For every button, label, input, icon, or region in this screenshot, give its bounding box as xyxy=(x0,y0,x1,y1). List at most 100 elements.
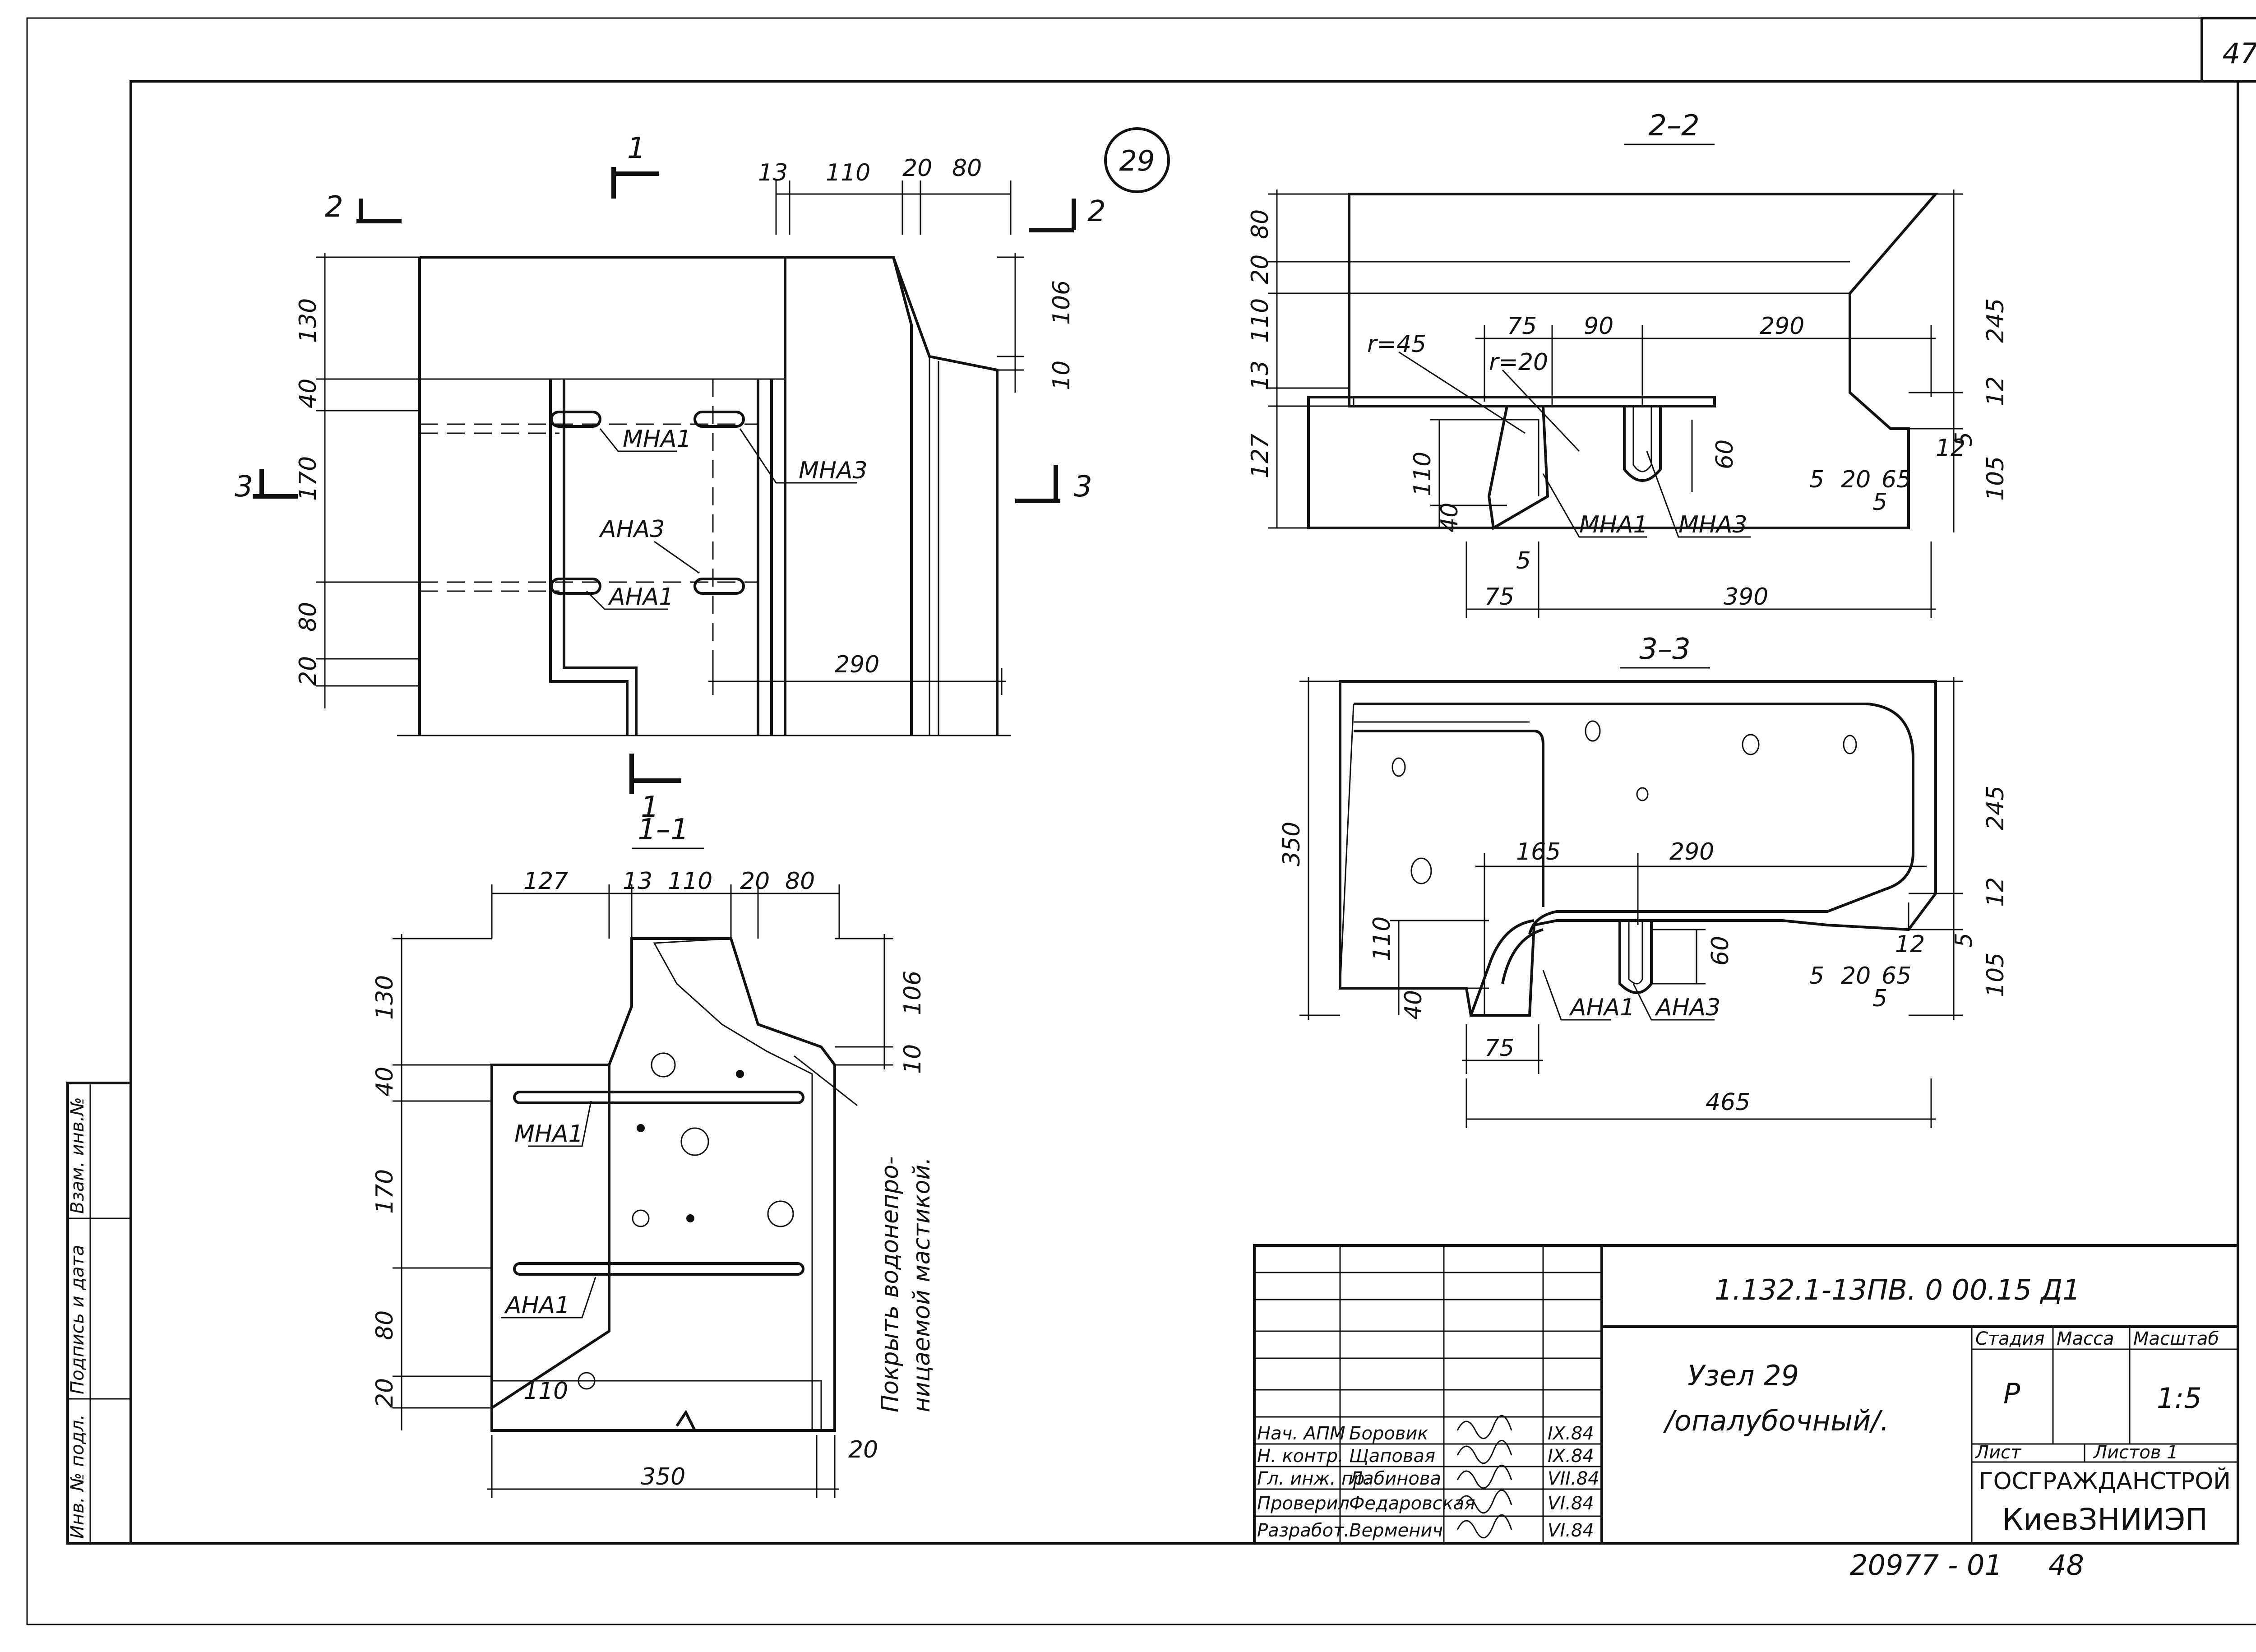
s22-dim-inner-5a: 5 xyxy=(1809,466,1824,493)
plan-dim-left-170: 170 xyxy=(295,456,322,501)
s33-dim-inner-20: 20 xyxy=(1841,963,1871,990)
signature-1 xyxy=(1456,1415,1512,1439)
inner-border xyxy=(129,80,2239,1545)
s11-dim-bottom-20: 20 xyxy=(848,1436,878,1463)
sheet-number: 47 xyxy=(2223,37,2256,70)
signature-3 xyxy=(1456,1465,1512,1489)
plan-dim-top-80: 80 xyxy=(952,155,982,182)
title-block: 1.132.1-13ПВ. 0 00.15 Д1 Узел 29 /опалуб… xyxy=(1253,1244,2239,1545)
tb-date-4: VI.84 xyxy=(1548,1493,1594,1514)
s33-dim-inner-5a: 5 xyxy=(1809,963,1824,990)
tb-scale-label: Масштаб xyxy=(2133,1328,2219,1349)
section-3-3-title: 3–3 xyxy=(1639,633,1690,666)
s22-dim-right-245: 245 xyxy=(1982,298,2009,343)
tb-name-person-2: Щаповая xyxy=(1349,1446,1435,1467)
plan-cut-2-left: 2 xyxy=(325,190,343,224)
s33-dim-inner-290: 290 xyxy=(1669,838,1714,865)
tb-stage-label: Стадия xyxy=(1975,1328,2044,1349)
tb-name-person-4: Федаровская xyxy=(1349,1493,1475,1514)
s11-dim-inner-110: 110 xyxy=(523,1378,568,1405)
s11-dim-top-127: 127 xyxy=(523,868,568,895)
s33-dim-left-350: 350 xyxy=(1278,822,1305,866)
s22-dim-right-105: 105 xyxy=(1982,456,2009,501)
plan-dim-right-10: 10 xyxy=(1048,361,1075,390)
s22-dim-top-290: 290 xyxy=(1760,313,1804,340)
signature-4 xyxy=(1456,1490,1512,1514)
footer-page: 48 xyxy=(2048,1549,2084,1582)
s22-label-mna3: МНА3 xyxy=(1678,511,1747,538)
s11-dim-left-130: 130 xyxy=(371,975,398,1020)
s11-dim-right-106: 106 xyxy=(899,971,926,1015)
s33-dim-right-245: 245 xyxy=(1982,786,2009,830)
s11-label-mna1: МНА1 xyxy=(514,1120,583,1148)
s22-dim-inner-5c: 5 xyxy=(1516,547,1531,574)
plan-dim-top-13: 13 xyxy=(758,159,788,186)
s33-label-ana1: АНА1 xyxy=(1569,994,1635,1021)
s11-dim-right-10: 10 xyxy=(899,1044,926,1074)
s22-dim-left-20: 20 xyxy=(1247,255,1274,284)
stamp-replace: Взам. инв.№ xyxy=(67,1097,88,1214)
s11-note-line2: ницаемой мастикой. xyxy=(908,1157,935,1412)
plan-cut-3-right: 3 xyxy=(1074,470,1092,504)
plan-cut-2-right: 2 xyxy=(1087,195,1106,228)
s22-dim-left-13: 13 xyxy=(1247,361,1274,390)
tb-name-person-3: Лабинова xyxy=(1348,1468,1441,1489)
tb-role-5: Разработ. xyxy=(1257,1520,1350,1541)
plan-dim-left-40: 40 xyxy=(295,379,322,408)
s33-dim-inner-40: 40 xyxy=(1400,990,1427,1020)
plan-dim-left-80: 80 xyxy=(295,602,322,632)
sheet-number-box xyxy=(2201,17,2256,83)
s33-label-ana3: АНА3 xyxy=(1655,994,1720,1021)
s33-dim-right-5: 5 xyxy=(1951,933,1978,948)
tb-mass-label: Масса xyxy=(2057,1328,2114,1349)
section-1-1-title: 1–1 xyxy=(638,813,689,847)
section-1-1: 1–1 127 13 110 20 80 130 40 170 80 20 10… xyxy=(371,813,935,1498)
plan-label-ana3: АНА3 xyxy=(599,516,665,543)
plan-cut-3-left: 3 xyxy=(235,470,253,504)
plan-dim-left-130: 130 xyxy=(295,298,322,343)
section-3-3: 3–3 350 165 290 110 40 60 5 20 65 5 245 … xyxy=(1278,633,2009,1128)
s22-dim-left-127: 127 xyxy=(1247,434,1274,478)
s22-dim-r20: r=20 xyxy=(1489,349,1548,376)
tb-scale: 1:5 xyxy=(2157,1382,2202,1415)
outer-border xyxy=(26,17,2256,1625)
plan-dim-right-106: 106 xyxy=(1048,280,1075,325)
plan-dim-top-110: 110 xyxy=(826,159,870,186)
tb-date-3: VII.84 xyxy=(1548,1468,1600,1489)
s33-dim-inner-60: 60 xyxy=(1707,936,1734,966)
tb-org-1: ГОСГРАЖДАНСТРОЙ xyxy=(1979,1467,2231,1495)
s11-dim-top-13: 13 xyxy=(623,868,652,895)
s22-dim-inner-60: 60 xyxy=(1711,440,1738,469)
tb-code: 1.132.1-13ПВ. 0 00.15 Д1 xyxy=(1715,1273,2080,1306)
tb-date-1: IX.84 xyxy=(1548,1423,1594,1444)
plan-dim-left-20: 20 xyxy=(295,656,322,686)
s22-dim-top-75: 75 xyxy=(1507,313,1537,340)
s33-dim-right-12a: 12 xyxy=(1982,877,2009,907)
s33-dim-bottom-75: 75 xyxy=(1484,1035,1514,1062)
s22-dim-bottom-390: 390 xyxy=(1724,583,1768,611)
s11-dim-top-20: 20 xyxy=(740,868,770,895)
s22-dim-inner-5b: 5 xyxy=(1872,489,1887,516)
tb-date-2: IX.84 xyxy=(1548,1446,1594,1467)
tb-name-person-1: Боровик xyxy=(1349,1423,1428,1444)
plan-label-ana1: АНА1 xyxy=(608,583,674,611)
tb-org-2: КиевЗНИИЭП xyxy=(2002,1502,2208,1537)
s11-dim-top-110: 110 xyxy=(668,868,712,895)
detail-number: 29 xyxy=(1119,144,1155,177)
tb-role-2: Н. контр. xyxy=(1257,1446,1344,1467)
s22-dim-left-110: 110 xyxy=(1247,298,1274,343)
section-2-2-title: 2–2 xyxy=(1648,109,1699,143)
plan-cut-1-top: 1 xyxy=(627,132,646,165)
side-stamp: Взам. инв.№ Подпись и дата Инв. № подл. xyxy=(66,1082,132,1545)
s11-label-ana1: АНА1 xyxy=(504,1292,570,1319)
s22-dim-left-80: 80 xyxy=(1247,209,1274,239)
s22-dim-inner-65: 65 xyxy=(1882,466,1911,493)
tb-sheets-label: Листов 1 xyxy=(2093,1442,2178,1463)
tb-role-1: Нач. АПМ xyxy=(1257,1423,1345,1444)
plan-cut-1-bottom: 1 xyxy=(641,791,659,824)
s22-dim-right-12b: 12 xyxy=(1936,435,1965,462)
stamp-signature: Подпись и дата xyxy=(67,1245,88,1394)
tb-name-1: Узел 29 xyxy=(1687,1359,1799,1392)
s22-dim-inner-20: 20 xyxy=(1841,466,1871,493)
